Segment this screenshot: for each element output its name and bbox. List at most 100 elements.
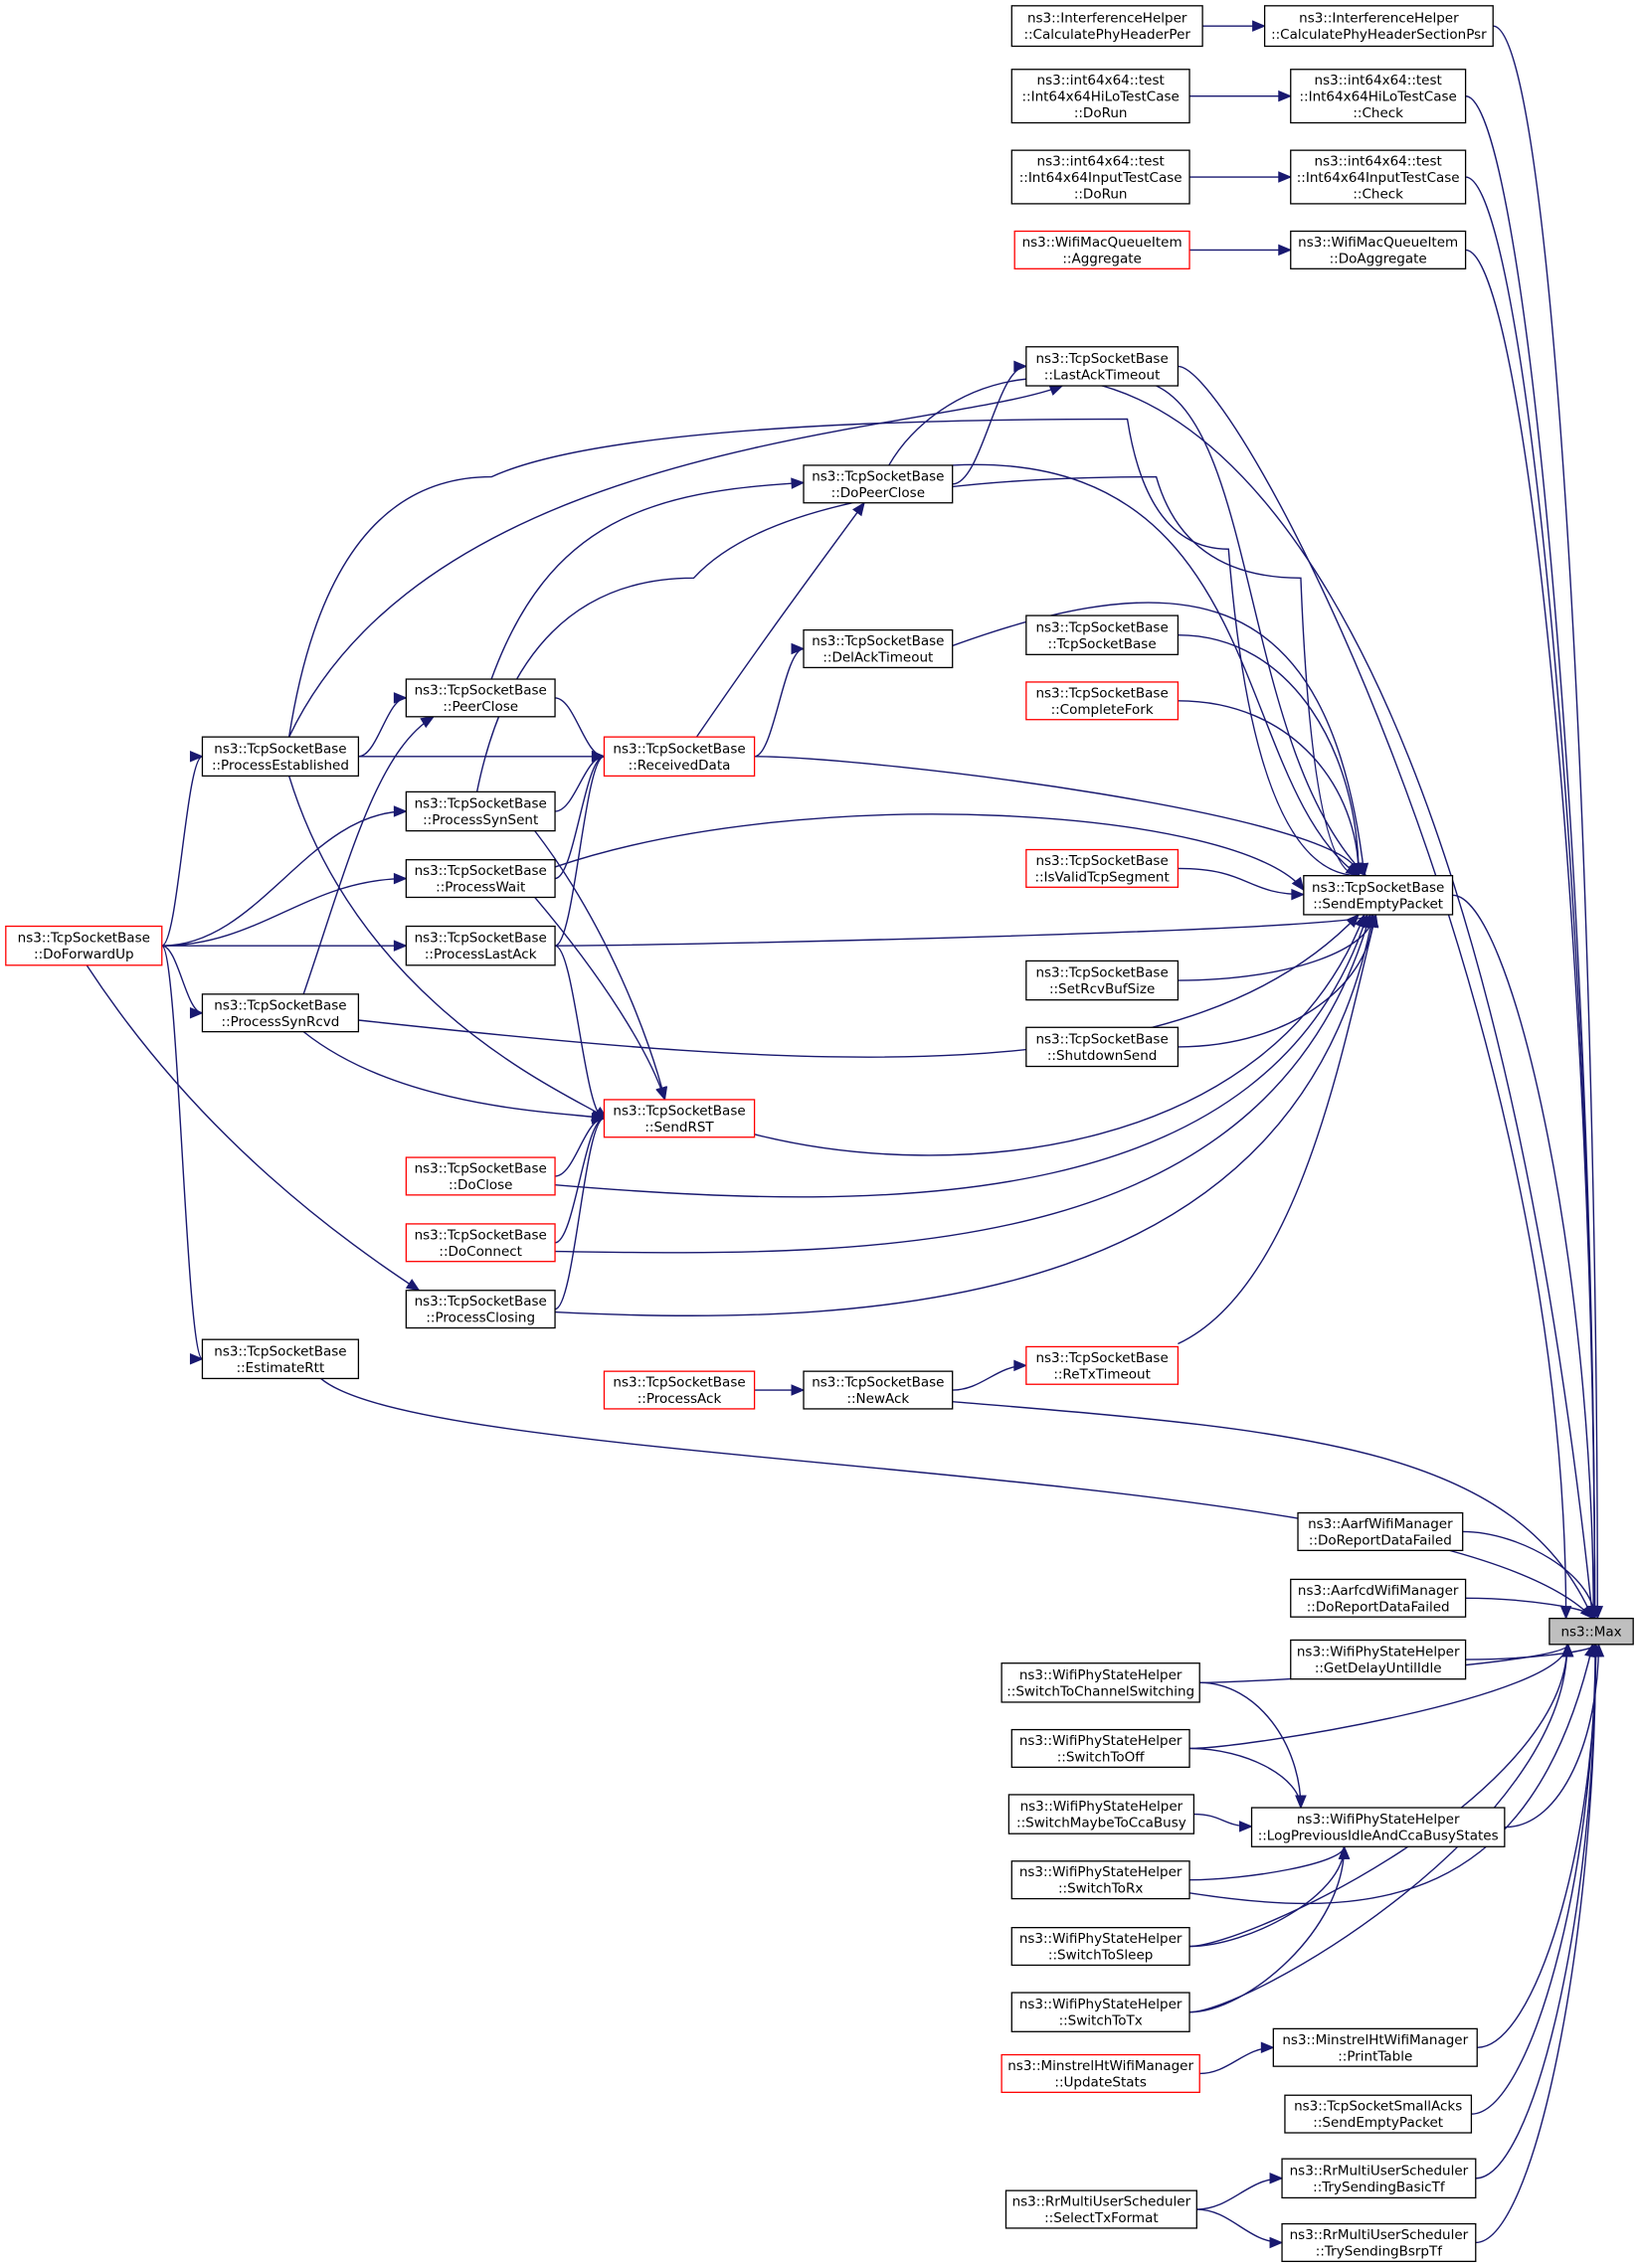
node-calcPhySecPsr[interactable]: ns3::InterferenceHelper::CalculatePhyHea… [1263, 5, 1494, 48]
node-label: ::CalculatePhyHeaderPer [1023, 27, 1190, 43]
edge-peerClose-to-receivedData [554, 697, 606, 763]
node-label: ::Int64x64InputTestCase [1297, 170, 1460, 186]
node-label: ::SwitchToOff [1057, 1749, 1146, 1765]
node-box [1004, 2189, 1197, 2229]
node-sendRST[interactable]: ns3::TcpSocketBase::SendRST [603, 1099, 756, 1138]
node-hiLoCheck[interactable]: ns3::int64x64::test::Int64x64HiLoTestCas… [1290, 69, 1467, 124]
node-box [1025, 960, 1180, 1001]
node-box [603, 1370, 756, 1410]
node-switchToOff[interactable]: ns3::WifiPhyStateHelper::SwitchToOff [1010, 1728, 1190, 1768]
edge-arrowhead [1252, 20, 1266, 32]
node-peerClose[interactable]: ns3::TcpSocketBase::PeerClose [405, 678, 556, 718]
node-newAck[interactable]: ns3::TcpSocketBase::NewAck [803, 1370, 954, 1410]
edge-line [1189, 1644, 1568, 1948]
node-estimateRtt[interactable]: ns3::TcpSocketBase::EstimateRtt [201, 1338, 360, 1380]
node-tcpSocketBase[interactable]: ns3::TcpSocketBase::TcpSocketBase [1025, 614, 1180, 655]
node-box [1025, 1026, 1180, 1068]
node-sendEmptyPacket[interactable]: ns3::TcpSocketBase::SendEmptyPacket [1303, 875, 1454, 916]
node-processAck[interactable]: ns3::TcpSocketBase::ProcessAck [603, 1370, 756, 1410]
node-processSynSent[interactable]: ns3::TcpSocketBase::ProcessSynSent [405, 790, 556, 832]
edge-line [1189, 1747, 1302, 1809]
node-selectTxFormat[interactable]: ns3::RrMultiUserScheduler::SelectTxForma… [1004, 2189, 1197, 2229]
node-logPrevious[interactable]: ns3::WifiPhyStateHelper::LogPreviousIdle… [1250, 1807, 1506, 1847]
node-processWait[interactable]: ns3::TcpSocketBase::ProcessWait [405, 859, 556, 899]
node-completeFork[interactable]: ns3::TcpSocketBase::CompleteFork [1025, 681, 1180, 721]
node-switchMaybeToCcaBusy[interactable]: ns3::WifiPhyStateHelper::SwitchMaybeToCc… [1007, 1794, 1195, 1834]
node-processClosing[interactable]: ns3::TcpSocketBase::ProcessClosing [405, 1290, 556, 1329]
node-inputCheck[interactable]: ns3::int64x64::test::Int64x64InputTestCa… [1290, 149, 1467, 205]
edge-switchToChannelSwitching-to-logPrevious [1199, 1681, 1307, 1810]
node-box [603, 1099, 756, 1138]
edge-doForwardUp-to-processSynRcvd [161, 945, 204, 1019]
node-label: ::Check [1353, 105, 1403, 121]
node-switchToTx[interactable]: ns3::WifiPhyStateHelper::SwitchToTx [1010, 1992, 1190, 2032]
edge-line [555, 914, 1374, 947]
node-label: ns3::WifiPhyStateHelper [1019, 1733, 1183, 1749]
node-delAckTimeout[interactable]: ns3::TcpSocketBase::DelAckTimeout [803, 628, 954, 669]
edge-reTxTimeout-to-sendEmptyPacket [1178, 913, 1379, 1345]
node-box [1290, 1578, 1467, 1618]
edge-arrowhead [1561, 1643, 1573, 1657]
node-processEstablished[interactable]: ns3::TcpSocketBase::ProcessEstablished [201, 736, 360, 778]
node-aarfcdDoReport[interactable]: ns3::AarfcdWifiManager::DoReportDataFail… [1290, 1578, 1467, 1618]
edge-line [1189, 1846, 1346, 1881]
node-box [1290, 1639, 1467, 1680]
node-label: ::EstimateRtt [237, 1360, 325, 1376]
node-isValidTcpSegment[interactable]: ns3::TcpSocketBase::IsValidTcpSegment [1025, 848, 1180, 888]
node-label: ns3::TcpSocketSmallAcks [1294, 2099, 1462, 2115]
edge-processEstablished-to-lastAckTimeout [288, 385, 1064, 738]
edge-doForwardUp-to-processWait [161, 872, 408, 947]
node-box [405, 925, 556, 966]
node-label: ::ProcessAck [637, 1391, 722, 1407]
edge-arrowhead [420, 716, 436, 729]
node-switchToChannelSwitching[interactable]: ns3::WifiPhyStateHelper::SwitchToChannel… [1001, 1662, 1200, 1703]
node-switchToRx[interactable]: ns3::WifiPhyStateHelper::SwitchToRx [1010, 1860, 1190, 1900]
node-switchToSleep[interactable]: ns3::WifiPhyStateHelper::SwitchToSleep [1010, 1927, 1190, 1967]
node-max[interactable]: ns3::Max [1548, 1618, 1634, 1646]
node-hiLoDoRun[interactable]: ns3::int64x64::test::Int64x64HiLoTestCas… [1010, 69, 1190, 124]
node-smallAcksSendEmpty[interactable]: ns3::TcpSocketSmallAcks::SendEmptyPacket [1284, 2094, 1473, 2134]
node-label: ::SwitchToRx [1058, 1881, 1143, 1897]
node-label: ns3::TcpSocketBase [415, 863, 547, 879]
node-trySendingBasicTf[interactable]: ns3::RrMultiUserScheduler::TrySendingBas… [1281, 2158, 1477, 2199]
node-doAggregate[interactable]: ns3::WifiMacQueueItem::DoAggregate [1290, 230, 1467, 269]
node-aarfDoReport[interactable]: ns3::AarfWifiManager::DoReportDataFailed [1297, 1511, 1464, 1552]
node-label: ::Int64x64HiLoTestCase [1021, 88, 1179, 104]
node-box [1290, 69, 1467, 124]
node-label: ::ProcessClosing [426, 1310, 535, 1326]
edge-arrowhead [791, 477, 806, 489]
edge-processSynSent-to-sendEmptyPacket [475, 475, 1363, 877]
node-box [803, 1370, 954, 1410]
edge-arrowhead [655, 1086, 667, 1102]
node-trySendingBsrpTf[interactable]: ns3::RrMultiUserScheduler::TrySendingBsr… [1281, 2222, 1477, 2263]
edge-line [1196, 2208, 1283, 2244]
node-label: ::CalculatePhyHeaderSectionPsr [1271, 27, 1487, 43]
node-label: ::SwitchToChannelSwitching [1006, 1683, 1194, 1699]
node-doForwardUp[interactable]: ns3::TcpSocketBase::DoForwardUp [5, 925, 163, 966]
node-doConnect[interactable]: ns3::TcpSocketBase::DoConnect [405, 1223, 556, 1263]
node-updateStats[interactable]: ns3::MinstrelHtWifiManager::UpdateStats [1001, 2053, 1200, 2093]
node-inputDoRun[interactable]: ns3::int64x64::test::Int64x64InputTestCa… [1010, 149, 1190, 205]
node-lastAckTimeout[interactable]: ns3::TcpSocketBase::LastAckTimeout [1025, 346, 1180, 387]
node-label: ::NewAck [846, 1391, 909, 1407]
edge-doPeerClose-to-max [888, 377, 1597, 1620]
node-doPeerClose[interactable]: ns3::TcpSocketBase::DoPeerClose [803, 464, 954, 504]
node-calcPhyPer[interactable]: ns3::InterferenceHelper::CalculatePhyHea… [1010, 5, 1203, 48]
node-shutdownSend[interactable]: ns3::TcpSocketBase::ShutdownSend [1025, 1026, 1180, 1068]
node-label: ns3::TcpSocketBase [1035, 1350, 1168, 1366]
node-getDelayUntilIdle[interactable]: ns3::WifiPhyStateHelper::GetDelayUntilId… [1290, 1639, 1467, 1680]
node-processSynRcvd[interactable]: ns3::TcpSocketBase::ProcessSynRcvd [201, 993, 360, 1033]
edge-line [1189, 1846, 1346, 2013]
edge-line [1196, 2178, 1283, 2210]
node-reTxTimeout[interactable]: ns3::TcpSocketBase::ReTxTimeout [1025, 1345, 1180, 1385]
node-box [1025, 1345, 1180, 1385]
node-receivedData[interactable]: ns3::TcpSocketBase::ReceivedData [603, 736, 756, 778]
node-processLastAck[interactable]: ns3::TcpSocketBase::ProcessLastAck [405, 925, 556, 966]
node-aggregate[interactable]: ns3::WifiMacQueueItem::Aggregate [1013, 230, 1190, 269]
node-printTable[interactable]: ns3::MinstrelHtWifiManager::PrintTable [1272, 2027, 1478, 2067]
edge-line [1471, 1644, 1596, 2115]
node-box [1025, 346, 1180, 387]
node-setRcvBufSize[interactable]: ns3::TcpSocketBase::SetRcvBufSize [1025, 960, 1180, 1001]
node-doClose[interactable]: ns3::TcpSocketBase::DoClose [405, 1156, 556, 1196]
edge-line [1452, 894, 1594, 1619]
